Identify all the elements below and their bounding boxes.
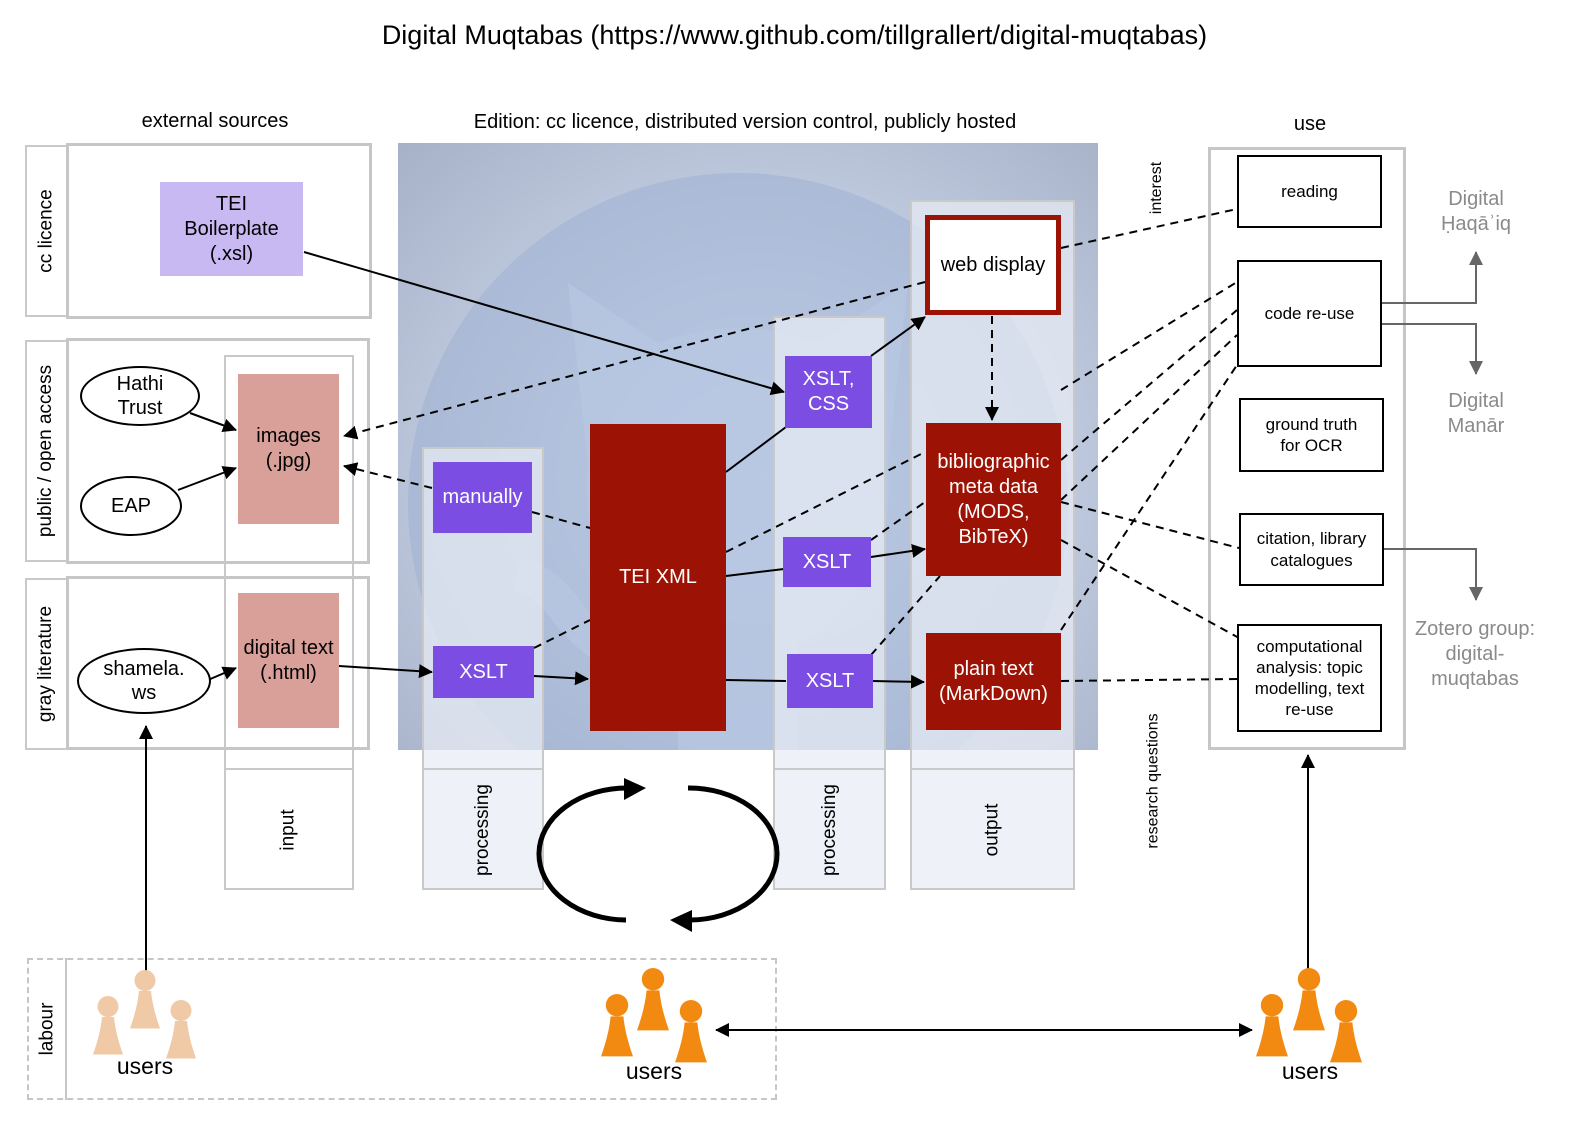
project-digital-manar: Digital Manār <box>1447 390 1505 437</box>
dashed-manually-to-tei <box>531 511 591 529</box>
divider <box>773 768 886 770</box>
dashed-biblio-to-code-2 <box>1060 309 1238 461</box>
gray-literature-frame <box>66 576 370 750</box>
line-tei-to-xslt-css <box>725 426 787 473</box>
dashed-web-to-images <box>343 281 926 440</box>
cycle-arc-right <box>687 785 780 923</box>
use-code-reuse: code re-use <box>1237 260 1382 367</box>
users-left-icon <box>93 970 196 1059</box>
cc-licence-frame <box>66 143 372 319</box>
manually-node: manually <box>433 462 532 533</box>
web-display-node: web display <box>925 215 1061 315</box>
tei-boilerplate-node: TEI Boilerplate (.xsl) <box>160 182 303 276</box>
dashed-biblio-to-code <box>1060 281 1238 391</box>
dashed-biblio-to-computational <box>1060 539 1240 639</box>
arrow-code-to-manar <box>1382 323 1483 375</box>
users-center-label: users <box>625 1058 683 1084</box>
project-zotero-group: Zotero group: digital- muqtabas <box>1414 618 1536 690</box>
page-title: Digital Muqtabas (https://www.github.com… <box>381 20 1208 50</box>
line-tei-to-xslt-mid <box>725 568 785 577</box>
cycle-arrowhead-right <box>670 910 692 932</box>
dashed-xslt-to-tei <box>533 619 591 649</box>
users-right-icon <box>1256 968 1362 1063</box>
xslt-input-node: XSLT <box>433 646 534 698</box>
users-center-icon <box>601 968 707 1063</box>
divider <box>910 768 1075 770</box>
cycle-arrowhead-left <box>624 778 646 800</box>
dashed-xslt-to-biblio <box>870 501 926 541</box>
shamela-node: shamela. ws <box>77 648 211 714</box>
arrow-citation-to-zotero <box>1384 548 1483 601</box>
header-edition: Edition: cc licence, distributed version… <box>473 111 1017 133</box>
divider <box>224 768 354 770</box>
dashed-biblio-to-citation <box>1060 501 1240 549</box>
xslt-metadata-node: XSLT <box>783 537 871 587</box>
arrow-xslt-css-to-web <box>870 316 926 357</box>
arrow-eap-to-images <box>177 466 237 491</box>
cycle-arc-left <box>536 785 629 923</box>
use-frame <box>1208 147 1406 750</box>
divider <box>422 768 544 770</box>
project-digital-haqaiq: Digital Ḥaqāʾiq <box>1440 188 1512 235</box>
bibliographic-metadata-node: bibliographic meta data (MODS, BibTeX) <box>926 423 1061 576</box>
arrow-hathi-to-images <box>189 412 237 433</box>
tei-xml-node: TEI XML <box>590 424 726 731</box>
dashed-xslt-to-biblio-2 <box>870 575 941 656</box>
users-left-label: users <box>116 1053 174 1079</box>
public-access-frame <box>66 338 370 564</box>
eap-node: EAP <box>80 476 182 536</box>
dashed-web-to-reading <box>1060 208 1238 249</box>
plain-text-node: plain text (MarkDown) <box>926 633 1061 730</box>
arrow-xslt-to-tei <box>533 671 589 686</box>
dashed-plain-to-code <box>1060 364 1238 631</box>
digital-text-node: digital text (.html) <box>238 593 339 728</box>
hathi-trust-node: Hathi Trust <box>80 366 200 426</box>
dashed-tei-to-biblio <box>725 451 926 553</box>
line-tei-to-xslt-low <box>725 679 787 682</box>
xslt-css-node: XSLT, CSS <box>785 356 872 428</box>
input-column <box>224 355 354 890</box>
dashed-biblio-to-code-3 <box>1060 334 1238 501</box>
xslt-plaintext-node: XSLT <box>787 654 873 708</box>
use-reading: reading <box>1237 155 1382 228</box>
use-ground-truth: ground truth for OCR <box>1239 398 1384 472</box>
arrow-digital-text-to-xslt <box>338 664 433 679</box>
labour-label-frame <box>27 958 67 1100</box>
header-use: use <box>1293 113 1327 135</box>
dashed-manually-to-images <box>343 462 433 489</box>
users-right-label: users <box>1281 1058 1339 1084</box>
arrow-xslt-to-biblio <box>870 543 926 558</box>
use-citation: citation, library catalogues <box>1239 513 1384 586</box>
arrow-xslt-to-plain <box>872 674 925 689</box>
arrow-code-to-haqaiq <box>1382 251 1483 304</box>
arrow-boilerplate-to-xslt-css <box>303 251 785 396</box>
dashed-plain-to-computational <box>1060 678 1240 682</box>
images-node: images (.jpg) <box>238 374 339 524</box>
header-external-sources: external sources <box>141 110 289 132</box>
use-computational-analysis: computational analysis: topic modelling,… <box>1237 624 1382 732</box>
arrow-shamela-to-digital-text <box>207 666 237 681</box>
